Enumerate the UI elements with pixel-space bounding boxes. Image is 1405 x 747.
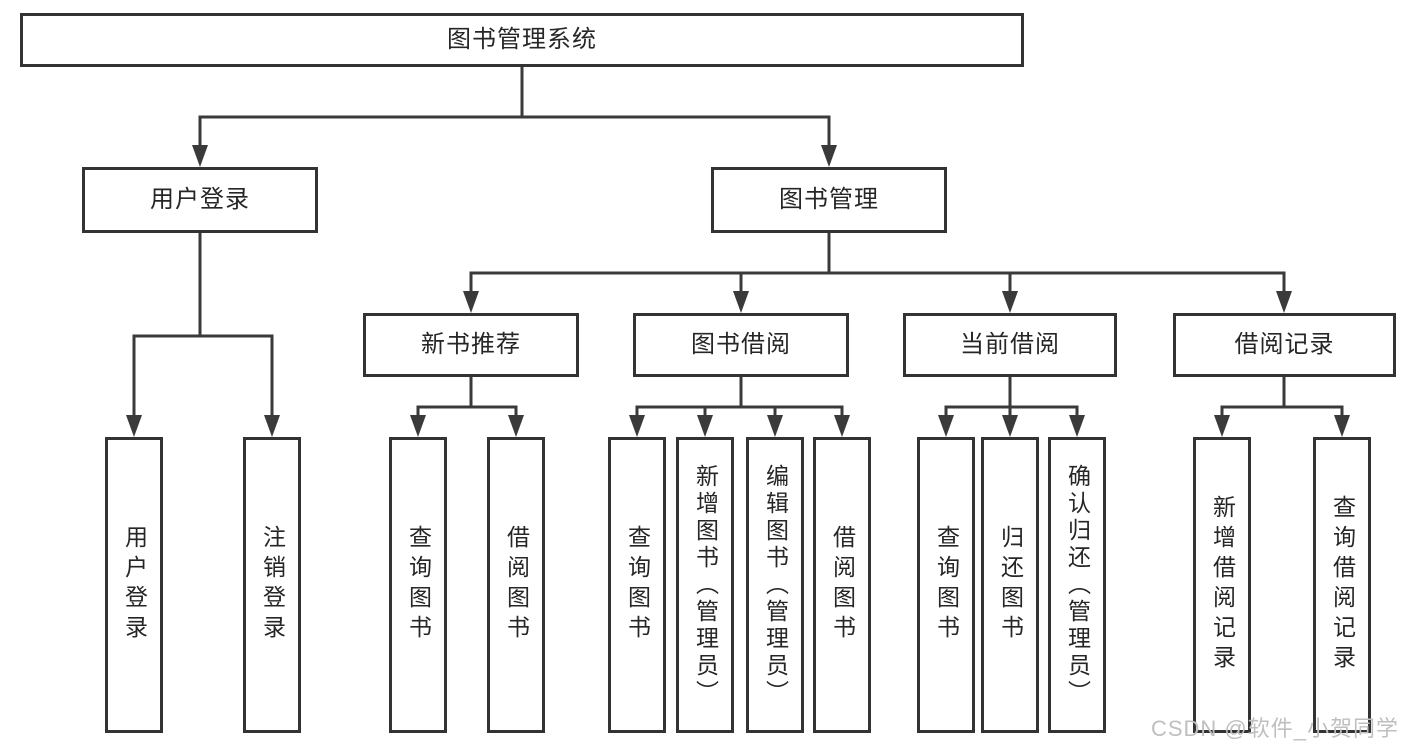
arrowhead-down-icon bbox=[821, 145, 837, 167]
node-label: 编辑图书（管理员） bbox=[762, 463, 789, 707]
node-nb-query-book: 查询图书 bbox=[389, 437, 447, 733]
arrowhead-down-icon bbox=[192, 145, 208, 167]
node-root: 图书管理系统 bbox=[20, 13, 1024, 67]
node-label: 查询借阅记录 bbox=[1329, 495, 1356, 675]
watermark: CSDN @软件_小贺同学 bbox=[1150, 716, 1399, 741]
node-user-login: 用户登录 bbox=[82, 167, 318, 233]
node-nb-borrow-book: 借阅图书 bbox=[487, 437, 545, 733]
node-label: 当前借阅 bbox=[960, 330, 1060, 358]
arrowhead-down-icon bbox=[938, 415, 954, 437]
node-label: 借阅图书 bbox=[503, 525, 530, 645]
arrowhead-down-icon bbox=[463, 291, 479, 313]
arrowhead-down-icon bbox=[410, 415, 426, 437]
node-br-query-record: 查询借阅记录 bbox=[1313, 437, 1371, 733]
node-label: 用户登录 bbox=[150, 185, 250, 213]
node-cb-query-book: 查询图书 bbox=[917, 437, 975, 733]
arrowhead-down-icon bbox=[1002, 291, 1018, 313]
node-logout: 注销登录 bbox=[243, 437, 301, 733]
arrowhead-down-icon bbox=[767, 415, 783, 437]
node-cb-confirm-return-admin: 确认归还（管理员） bbox=[1048, 437, 1106, 733]
node-borrow-records: 借阅记录 bbox=[1173, 313, 1396, 377]
arrowhead-down-icon bbox=[629, 415, 645, 437]
node-bb-add-book-admin: 新增图书（管理员） bbox=[676, 437, 734, 733]
node-label: 新增图书（管理员） bbox=[692, 463, 719, 707]
arrowhead-down-icon bbox=[1002, 415, 1018, 437]
node-label: 查询图书 bbox=[405, 525, 432, 645]
node-book-mgmt: 图书管理 bbox=[711, 167, 947, 233]
node-label: 图书管理 bbox=[779, 185, 879, 213]
arrowhead-down-icon bbox=[1276, 291, 1292, 313]
node-label: 用户登录 bbox=[121, 525, 148, 645]
arrowhead-down-icon bbox=[1069, 415, 1085, 437]
arrowhead-down-icon bbox=[126, 415, 142, 437]
node-login: 用户登录 bbox=[105, 437, 163, 733]
arrowhead-down-icon bbox=[834, 415, 850, 437]
node-bb-borrow-book: 借阅图书 bbox=[813, 437, 871, 733]
arrowhead-down-icon bbox=[733, 291, 749, 313]
node-label: 图书借阅 bbox=[691, 330, 791, 358]
node-label: 归还图书 bbox=[997, 525, 1024, 645]
node-label: 查询图书 bbox=[933, 525, 960, 645]
node-new-book-rec: 新书推荐 bbox=[363, 313, 579, 377]
arrowhead-down-icon bbox=[508, 415, 524, 437]
node-label: 借阅图书 bbox=[829, 525, 856, 645]
node-book-borrow: 图书借阅 bbox=[633, 313, 849, 377]
node-label: 新书推荐 bbox=[421, 330, 521, 358]
node-cb-return-book: 归还图书 bbox=[981, 437, 1039, 733]
arrowhead-down-icon bbox=[1334, 415, 1350, 437]
node-label: 查询图书 bbox=[624, 525, 651, 645]
arrowhead-down-icon bbox=[1214, 415, 1230, 437]
arrowhead-down-icon bbox=[264, 415, 280, 437]
node-label: 借阅记录 bbox=[1234, 330, 1335, 358]
node-current-borrow: 当前借阅 bbox=[903, 313, 1117, 377]
node-label: 新增借阅记录 bbox=[1209, 495, 1236, 675]
node-br-add-record: 新增借阅记录 bbox=[1193, 437, 1251, 733]
node-bb-query-book: 查询图书 bbox=[608, 437, 666, 733]
node-bb-edit-book-admin: 编辑图书（管理员） bbox=[746, 437, 804, 733]
arrowhead-down-icon bbox=[697, 415, 713, 437]
node-label: 确认归还（管理员） bbox=[1064, 463, 1091, 707]
node-label: 注销登录 bbox=[259, 525, 286, 645]
node-label: 图书管理系统 bbox=[447, 25, 597, 53]
